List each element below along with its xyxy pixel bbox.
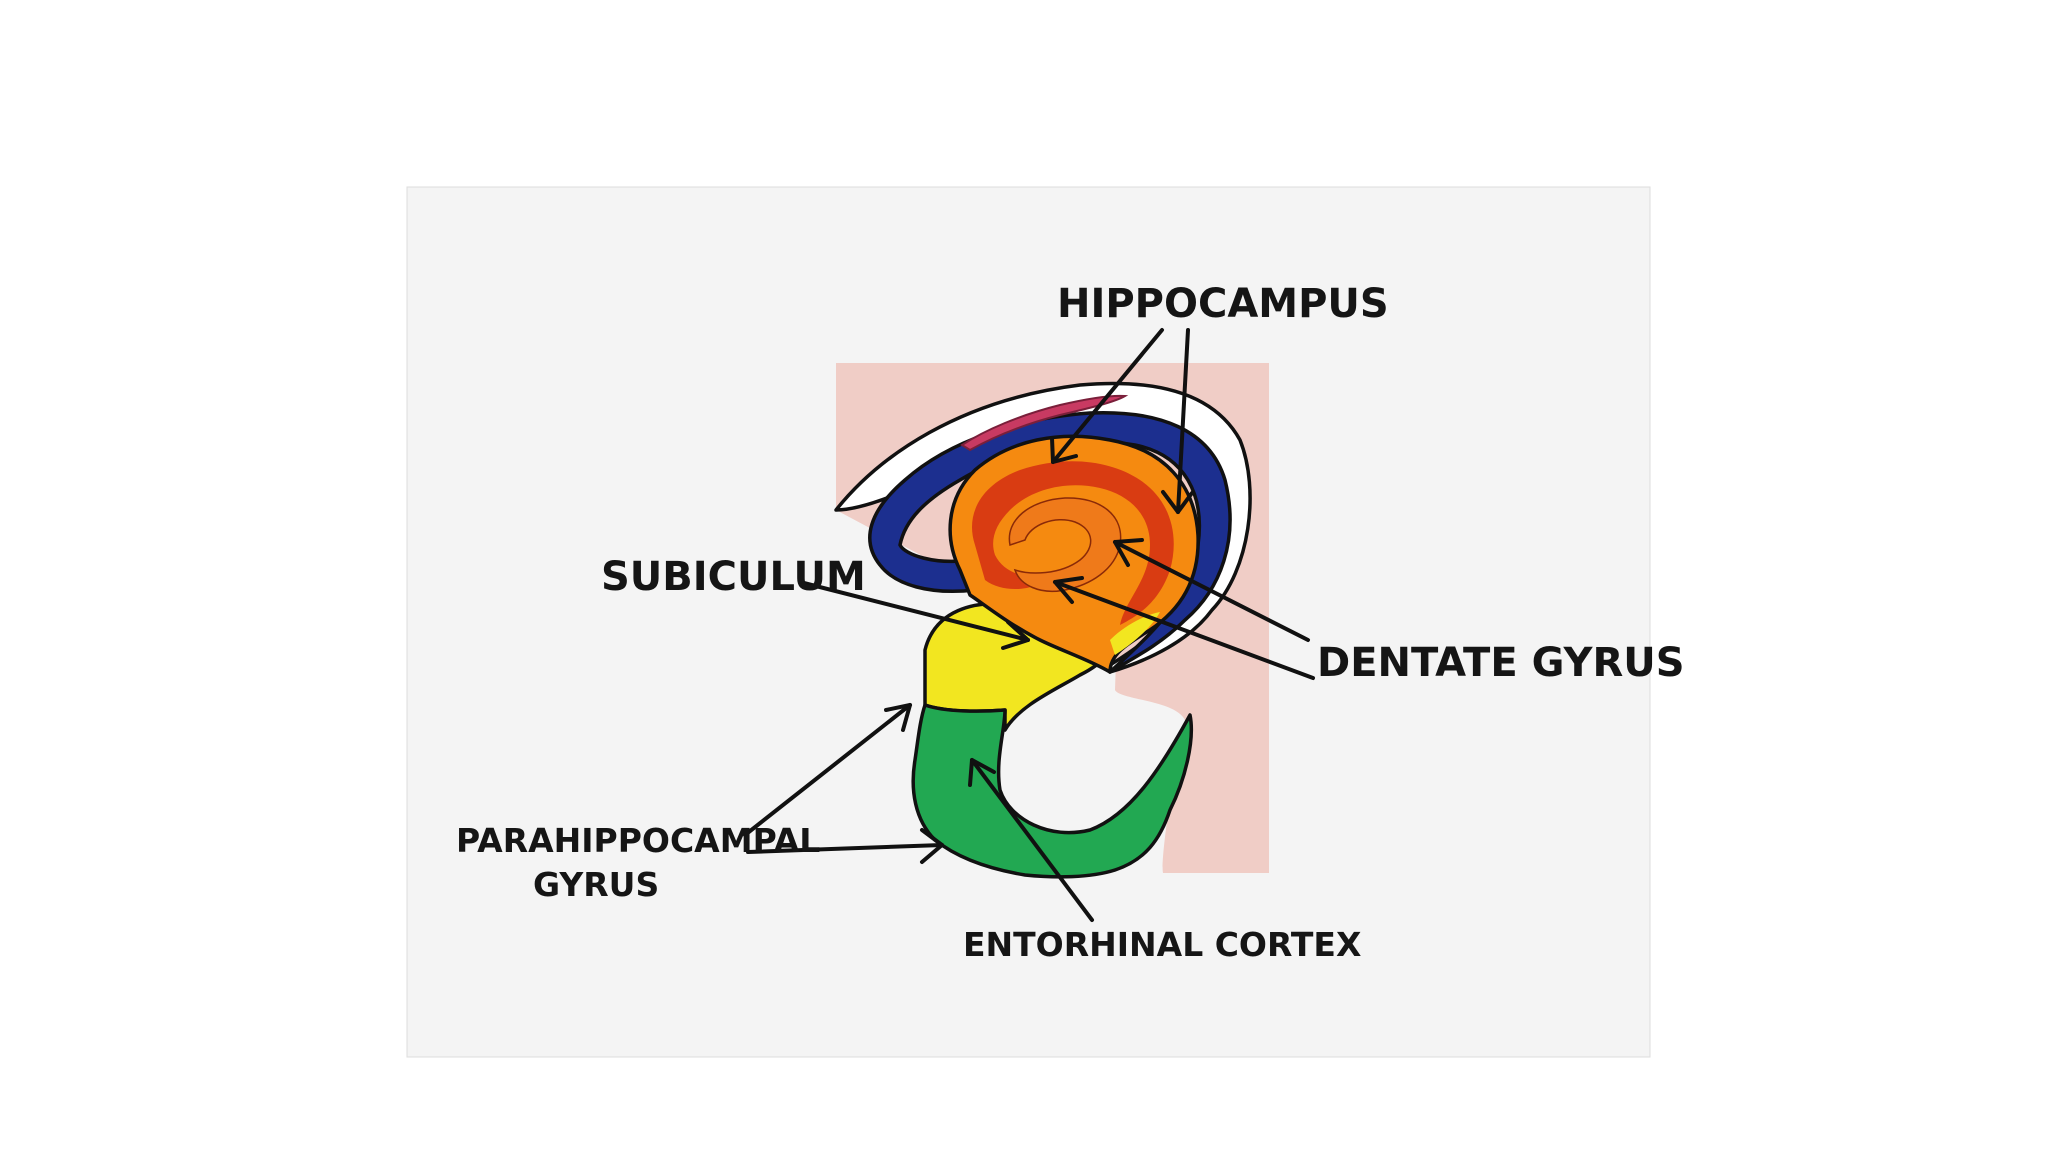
dentate-gyrus-arrow-upper [1113,540,1310,642]
parahippocampal-arrow-lower [746,843,944,854]
choroid-plexus [960,394,1129,452]
hippocampus-label: HIPPOCAMPUS [1057,281,1389,327]
entorhinal-arrow [970,758,1094,922]
subiculum-arrow [798,580,1030,642]
parahippocampal-arrow-lower-head [920,828,944,864]
hippocampus-arrow-right [1176,328,1190,514]
parahippocampal-arrow-upper-head [884,703,912,732]
hippocampus-arrow-left-head [1050,436,1078,464]
subiculum-label: SUBICULUM [601,554,866,600]
dentate-gyrus-arrow-lower [1053,580,1315,680]
dentate-gyrus-arrow-upper-head [1113,538,1144,567]
hippocampus-arrow-right-head [1161,490,1194,514]
parahippocampal-arrow-upper [743,703,912,837]
parahippocampal-label-line1: PARAHIPPOCAMPAL [456,821,820,860]
hippocampus-arrow-left [1051,328,1164,464]
cornu-ammonis-band [972,461,1174,625]
entorhinal-arrow-head [968,758,996,787]
entorhinal-cortex-label: ENTORHINAL CORTEX [963,925,1361,964]
subiculum-arrow-head [1001,620,1030,650]
ca-yellow-strip [1110,612,1160,655]
dentate-gyrus-region [1008,497,1122,592]
dentate-gyrus-label: DENTATE GYRUS [1317,640,1685,686]
parahippocampal-label-line2: GYRUS [533,865,659,904]
dentate-gyrus-arrow-lower-head [1053,576,1084,604]
